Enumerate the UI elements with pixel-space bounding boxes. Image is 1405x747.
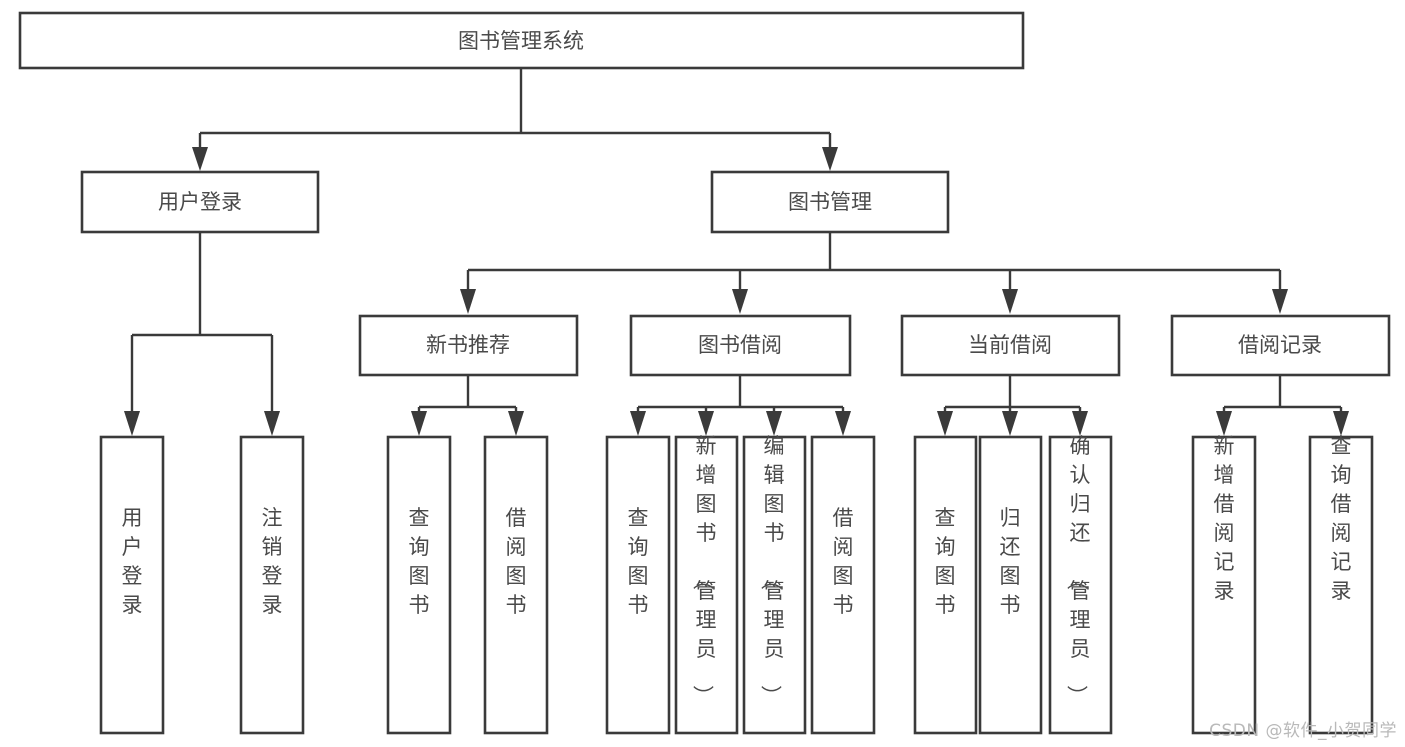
node-leaf-query-record-box[interactable] xyxy=(1308,435,1374,735)
node-leaf-return-book-label: 归还图书 xyxy=(1000,506,1021,617)
arrow-head-leaf-add-book xyxy=(698,411,714,436)
arrow-head-borrow-record xyxy=(1272,289,1288,314)
node-leaf-add-record[interactable]: 新增借阅记录 xyxy=(1191,434,1257,735)
node-leaf-confirm-return-box[interactable] xyxy=(1048,435,1113,735)
node-root-label: 图书管理系统 xyxy=(458,29,584,53)
node-leaf-query-record[interactable]: 查询借阅记录 xyxy=(1308,434,1374,735)
node-leaf-query-book-3-box[interactable] xyxy=(913,435,978,735)
node-leaf-query-book-2-label: 查询图书 xyxy=(628,506,649,617)
node-leaf-borrow-book-2-box[interactable] xyxy=(810,435,876,735)
node-leaf-query-book-2-box[interactable] xyxy=(605,435,671,735)
node-leaf-query-book-3[interactable]: 查询图书 xyxy=(913,435,978,735)
node-leaf-user-login[interactable]: 用户登录 xyxy=(99,435,165,735)
arrow-head-leaf-confirm-return xyxy=(1072,411,1088,436)
node-borrow-record[interactable]: 借阅记录 xyxy=(1170,314,1391,377)
arrow-head-leaf-query-book-3 xyxy=(937,411,953,436)
node-root-box[interactable] xyxy=(18,11,1025,70)
node-leaf-user-login-label: 用户登录 xyxy=(122,506,143,617)
node-leaf-borrow-book-1[interactable]: 借阅图书 xyxy=(483,435,549,735)
node-leaf-borrow-book-1-label: 借阅图书 xyxy=(506,506,527,617)
node-leaf-query-book-3-label: 查询图书 xyxy=(935,506,956,617)
node-user-login-label: 用户登录 xyxy=(158,190,242,214)
connector-group-current-borrow xyxy=(937,375,1088,436)
node-leaf-edit-book-box[interactable] xyxy=(742,435,807,735)
node-leaf-query-book-1-box[interactable] xyxy=(386,435,452,735)
node-book-manage[interactable]: 图书管理 xyxy=(710,170,950,234)
node-borrow-record-label: 借阅记录 xyxy=(1238,333,1322,357)
node-leaf-logout[interactable]: 注销登录 xyxy=(239,435,305,735)
arrow-head-leaf-user-login xyxy=(124,411,140,436)
node-current-borrow[interactable]: 当前借阅 xyxy=(900,314,1121,377)
node-leaf-add-record-label: 新增借阅记录 xyxy=(1214,434,1235,603)
node-leaf-confirm-return-label: 确认归还（管理员） xyxy=(1065,434,1091,706)
arrow-head-user-login xyxy=(192,147,208,171)
node-leaf-query-record-label: 查询借阅记录 xyxy=(1331,434,1352,603)
node-book-borrow-label: 图书借阅 xyxy=(698,333,782,357)
node-leaf-confirm-return[interactable]: 确认归还（管理员） xyxy=(1048,434,1113,735)
connector-group-user-login xyxy=(124,232,280,436)
node-leaf-borrow-book-2-label: 借阅图书 xyxy=(833,506,854,617)
arrow-head-leaf-logout xyxy=(264,411,280,436)
arrow-head-leaf-return-book xyxy=(1002,411,1018,436)
arrow-head-book-borrow xyxy=(732,289,748,314)
node-root[interactable]: 图书管理系统 xyxy=(18,11,1025,70)
arrow-head-leaf-query-book-2 xyxy=(630,411,646,436)
node-leaf-borrow-book-2[interactable]: 借阅图书 xyxy=(810,435,876,735)
node-leaf-return-book[interactable]: 归还图书 xyxy=(978,435,1043,735)
node-leaf-add-book[interactable]: 新增图书（管理员） xyxy=(674,434,739,735)
node-leaf-return-book-box[interactable] xyxy=(978,435,1043,735)
node-leaf-logout-label: 注销登录 xyxy=(262,506,283,617)
node-leaf-edit-book-label: 编辑图书（管理员） xyxy=(759,434,785,706)
node-leaf-query-book-2[interactable]: 查询图书 xyxy=(605,435,671,735)
arrow-head-leaf-borrow-book-2 xyxy=(835,411,851,436)
node-book-manage-box[interactable] xyxy=(710,170,950,234)
node-book-manage-label: 图书管理 xyxy=(788,190,872,214)
connector-group-new-book-recommend xyxy=(411,375,524,436)
arrow-head-leaf-query-record xyxy=(1333,411,1349,436)
node-leaf-query-book-1-label: 查询图书 xyxy=(409,506,430,617)
node-user-login-box[interactable] xyxy=(80,170,320,234)
node-user-login[interactable]: 用户登录 xyxy=(80,170,320,234)
node-leaf-add-record-box[interactable] xyxy=(1191,435,1257,735)
node-current-borrow-box[interactable] xyxy=(900,314,1121,377)
node-leaf-logout-box[interactable] xyxy=(239,435,305,735)
arrow-head-new-book-recommend xyxy=(460,289,476,314)
node-current-borrow-label: 当前借阅 xyxy=(968,333,1052,357)
node-leaf-query-book-1[interactable]: 查询图书 xyxy=(386,435,452,735)
arrow-head-leaf-add-record xyxy=(1216,411,1232,436)
node-new-book-recommend-box[interactable] xyxy=(358,314,579,377)
connector-group-book-manage xyxy=(460,232,1288,314)
connector-group-book-borrow xyxy=(630,375,851,436)
csdn-watermark: CSDN @软件_小贺同学 xyxy=(1209,721,1397,741)
node-leaf-user-login-box[interactable] xyxy=(99,435,165,735)
connector-group-borrow-record xyxy=(1216,375,1349,436)
node-leaf-edit-book[interactable]: 编辑图书（管理员） xyxy=(742,434,807,735)
node-leaf-add-book-box[interactable] xyxy=(674,435,739,735)
node-leaf-borrow-book-1-box[interactable] xyxy=(483,435,549,735)
arrow-head-current-borrow xyxy=(1002,289,1018,314)
node-new-book-recommend[interactable]: 新书推荐 xyxy=(358,314,579,377)
node-borrow-record-box[interactable] xyxy=(1170,314,1391,377)
node-new-book-recommend-label: 新书推荐 xyxy=(426,333,510,357)
node-book-borrow-box[interactable] xyxy=(629,314,852,377)
arrow-head-leaf-borrow-book-1 xyxy=(508,411,524,436)
arrow-head-book-manage xyxy=(822,147,838,171)
arrow-head-leaf-query-book-1 xyxy=(411,411,427,436)
node-book-borrow[interactable]: 图书借阅 xyxy=(629,314,852,377)
connector-group-root xyxy=(192,68,838,171)
arrow-head-leaf-edit-book xyxy=(766,411,782,436)
node-leaf-add-book-label: 新增图书（管理员） xyxy=(691,434,717,706)
